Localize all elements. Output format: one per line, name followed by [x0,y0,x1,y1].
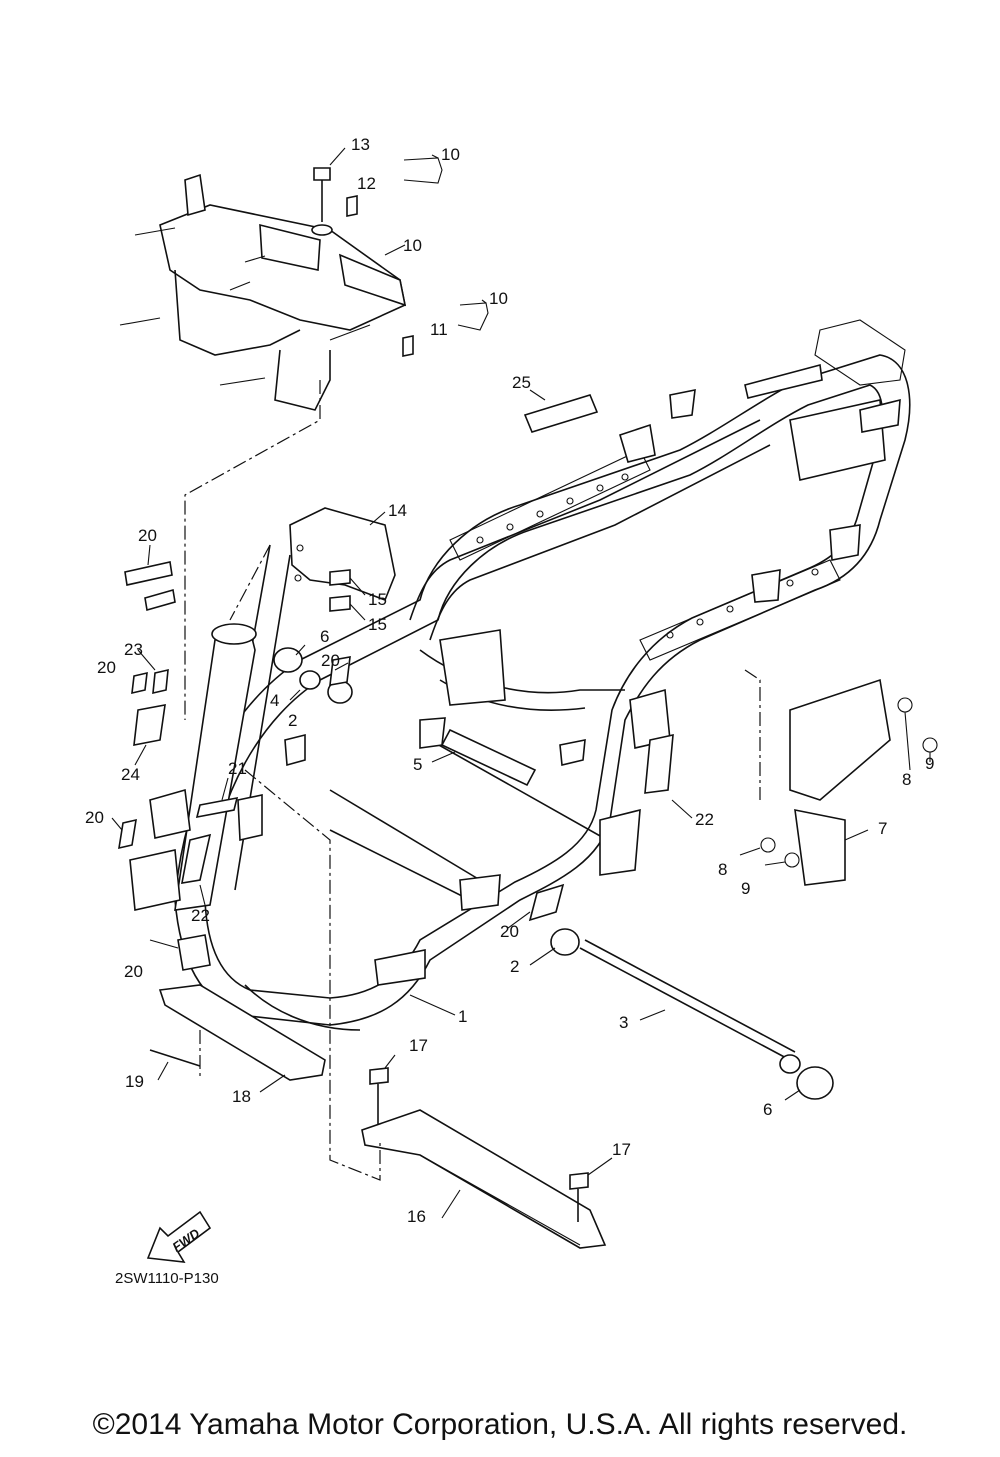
callout-15-upper: 15 [368,590,387,609]
callout-9-right: 9 [925,754,934,773]
callout-2-upper: 2 [288,711,297,730]
callout-16: 16 [407,1207,426,1226]
callout-23: 23 [124,640,143,659]
callout-6-upper: 6 [320,627,329,646]
callout-15-lower: 15 [368,615,387,634]
callout-21: 21 [228,759,247,778]
callout-20-a: 20 [138,526,157,545]
callout-20-b: 20 [97,658,116,677]
battery-bracket-assembly [119,157,489,411]
hardware-parts [118,394,938,1249]
callout-20-f: 20 [124,962,143,981]
callout-5: 5 [413,755,422,774]
callout-20-c: 20 [321,651,340,670]
callout-18: 18 [232,1087,251,1106]
callout-12: 12 [357,174,376,193]
main-frame [129,319,911,1031]
diagram-code: 2SW1110-P130 [115,1270,219,1287]
callout-9-left: 9 [741,879,750,898]
callout-8-left: 8 [718,860,727,879]
callout-3: 3 [619,1013,628,1032]
callout-19: 19 [125,1072,144,1091]
copyright-notice: ©2014 Yamaha Motor Corporation, U.S.A. A… [92,1408,908,1441]
callout-13: 13 [351,135,370,154]
callout-17-lower: 17 [612,1140,631,1159]
callout-14: 14 [388,501,407,520]
callout-1: 1 [458,1007,467,1026]
callouts: 1 2 2 3 4 5 6 6 7 8 8 9 9 10 10 10 11 12… [85,135,934,1287]
callout-24: 24 [121,765,140,784]
reference-lines [184,380,761,1181]
callout-8-right: 8 [902,770,911,789]
forward-direction-arrow: FWD [146,1210,212,1263]
callout-25: 25 [512,373,531,392]
leader-lines [111,147,931,1219]
callout-22-right: 22 [695,810,714,829]
callout-20-d: 20 [85,808,104,827]
callout-6-lower: 6 [763,1100,772,1119]
callout-22-left: 22 [191,906,210,925]
callout-4: 4 [270,691,279,710]
callout-7: 7 [878,819,887,838]
callout-10-middle: 10 [403,236,422,255]
callout-10-lower: 10 [489,289,508,308]
callout-17-upper: 17 [409,1036,428,1055]
callout-2-lower: 2 [510,957,519,976]
callout-11: 11 [430,320,448,339]
callout-20-e: 20 [500,922,519,941]
callout-10-top: 10 [441,145,460,164]
